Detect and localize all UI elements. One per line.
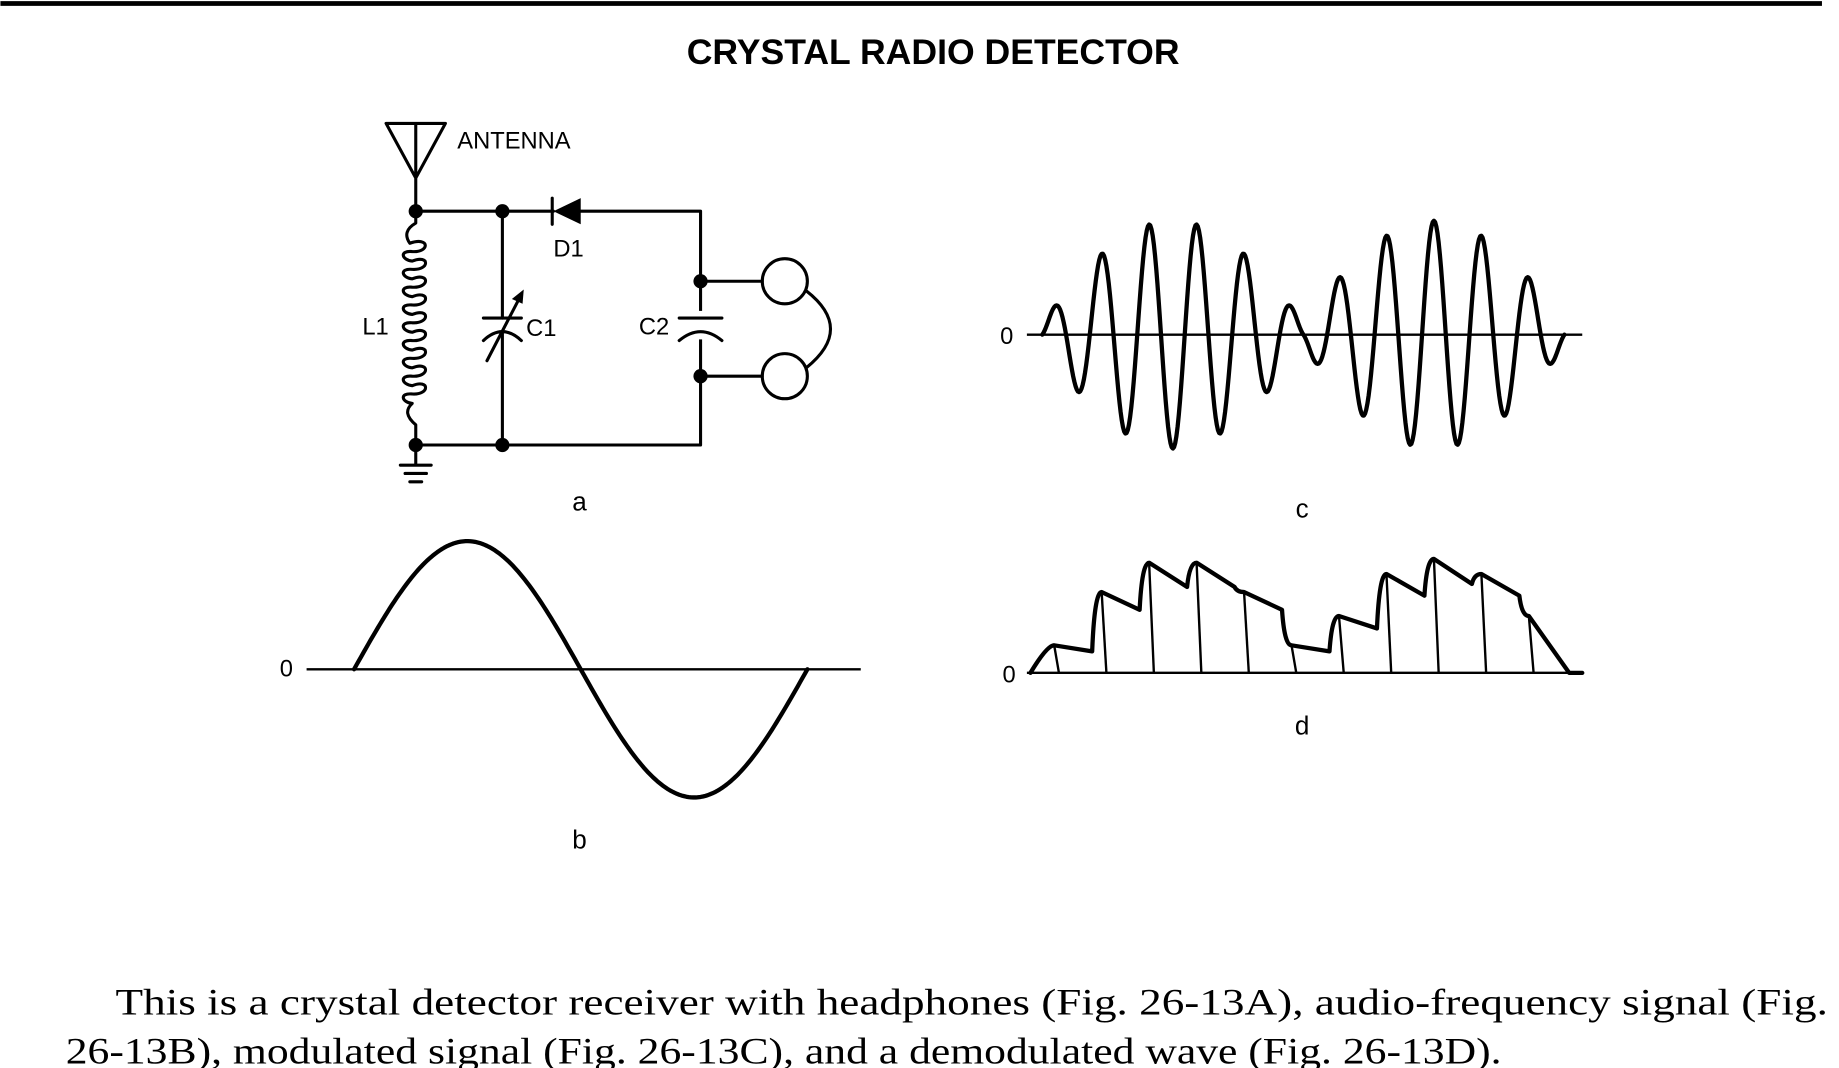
page-title: CRYSTAL RADIO DETECTOR (687, 32, 1180, 72)
variable-capacitor-label: C1 (526, 316, 556, 342)
capacitor-icon (677, 310, 724, 343)
pulse-line (1480, 573, 1488, 673)
pulse-line (1100, 591, 1108, 673)
ground-icon (398, 443, 433, 484)
caption-line-1: This is a crystal detector receiver with… (116, 982, 1828, 1023)
pulse-line (1527, 615, 1535, 673)
panel-label-b: b (572, 824, 587, 854)
variable-capacitor-icon (481, 289, 524, 363)
inductor-label: L1 (362, 315, 388, 341)
audio-signal-wave (351, 538, 810, 800)
pulse-line (1195, 562, 1203, 673)
pulse-line (1242, 591, 1250, 673)
pulse-line (1147, 562, 1156, 673)
zero-label-d: 0 (1002, 662, 1015, 688)
panel-label-a: a (572, 486, 587, 516)
panel-label-c: c (1296, 493, 1309, 523)
antenna-label: ANTENNA (457, 128, 571, 154)
pulse-line (1337, 615, 1345, 673)
antenna-icon (384, 121, 447, 213)
pulse-line (1053, 645, 1061, 674)
circuit-schematic: ANTENNA D1 L1 C1 C2 (362, 121, 832, 484)
pulse-line (1385, 573, 1393, 673)
modulated-signal-wave (1040, 218, 1567, 451)
zero-label-c: 0 (1000, 324, 1013, 350)
capacitor-label: C2 (639, 315, 669, 341)
demodulated-pulses (1053, 558, 1535, 674)
inductor-coil-icon (401, 209, 428, 447)
pulse-line (1432, 558, 1440, 673)
zero-label-b: 0 (280, 656, 293, 682)
panel-label-d: d (1295, 711, 1310, 741)
pulse-line (1290, 645, 1298, 674)
demodulated-envelope-wave (1028, 556, 1585, 675)
diode-label: D1 (553, 236, 583, 262)
diode-icon (550, 196, 581, 226)
headphones-icon (699, 257, 832, 401)
caption-line-2: 26-13B), modulated signal (Fig. 26-13C),… (66, 1030, 1502, 1068)
